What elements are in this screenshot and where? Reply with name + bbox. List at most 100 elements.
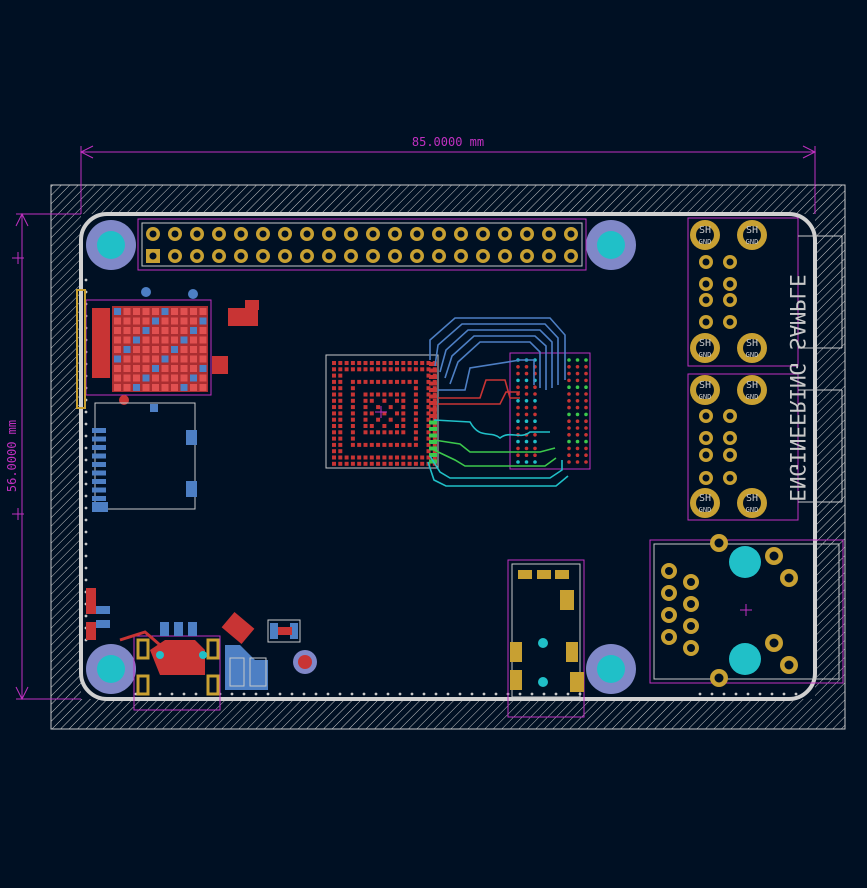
via	[158, 692, 162, 696]
soc-ball	[413, 367, 418, 372]
gpio-hole	[457, 252, 465, 260]
soc-ball	[388, 442, 393, 447]
soc-edge-pad	[429, 440, 437, 444]
soc-ball	[338, 430, 343, 435]
usb-pin-hole	[702, 412, 710, 420]
ethernet-shield-hole	[769, 551, 779, 561]
ddr-ball	[516, 439, 520, 444]
pmic-pad	[123, 384, 131, 391]
soc-ball	[350, 398, 355, 403]
mounting-hole[interactable]	[86, 644, 136, 694]
soc-ball	[388, 361, 393, 365]
gpio-hole	[567, 252, 575, 260]
soc-ball	[332, 455, 336, 460]
pmic-pad	[180, 308, 188, 315]
ddr-ball	[584, 392, 588, 396]
usb-stack-bottom[interactable]	[687, 373, 843, 521]
gpio-hole	[281, 230, 289, 238]
pmic-pad	[133, 317, 140, 325]
ddr-ball	[584, 378, 588, 383]
soc-ball	[382, 424, 387, 428]
pmic-pad	[171, 365, 178, 372]
via	[422, 692, 426, 696]
via	[84, 506, 88, 510]
soc-ball	[332, 430, 336, 435]
usb-power-connector[interactable]	[133, 622, 221, 711]
pmic-pad	[161, 384, 169, 391]
usb-shield-hole	[696, 226, 714, 244]
pmic-pad	[190, 327, 197, 334]
usb-pin-hole	[702, 258, 710, 266]
usb-shield-label: SH	[746, 225, 758, 236]
usb-stack-top[interactable]	[687, 217, 843, 367]
soc-ball	[388, 392, 393, 397]
soc-bga[interactable]	[325, 354, 439, 469]
ddr-ball	[567, 439, 571, 444]
via	[794, 692, 798, 696]
soc-ball	[413, 436, 418, 441]
usb-ground-label: GND	[746, 238, 759, 246]
soc-ball	[369, 398, 374, 403]
usb-shield-hole	[743, 226, 761, 244]
ethernet-jack[interactable]	[649, 534, 844, 687]
ddr-ball	[567, 446, 571, 451]
gpio-hole	[149, 252, 157, 260]
audio-connector[interactable]	[507, 559, 585, 718]
via	[746, 692, 750, 696]
ddr-ball	[524, 371, 529, 376]
soc-ball	[363, 367, 368, 372]
usb-shield-label: SH	[699, 225, 711, 236]
soc-ball	[413, 455, 418, 460]
pmic-pad	[180, 327, 188, 334]
pmic-pad	[152, 317, 159, 325]
ddr-ball	[567, 399, 571, 403]
mounting-hole[interactable]	[86, 220, 136, 270]
soc-ball	[369, 379, 374, 384]
usb-pin-hole	[726, 474, 734, 482]
soc-ball	[426, 361, 431, 365]
pmic-pad	[152, 336, 159, 344]
pmic-pad	[171, 327, 178, 334]
ddr-ball	[584, 385, 588, 390]
pmic-pad	[180, 355, 188, 363]
ethernet-pins	[661, 534, 798, 687]
gpio-hole	[479, 252, 487, 260]
via	[566, 692, 570, 696]
soc-ball	[363, 411, 368, 416]
pmic-footprint[interactable]	[76, 289, 212, 409]
ddr-ball	[524, 378, 529, 383]
mounting-hole[interactable]	[586, 220, 636, 270]
pmic-pad	[133, 308, 140, 315]
soc-ball	[401, 367, 406, 372]
soc-ball	[426, 411, 431, 416]
via	[350, 692, 354, 696]
gpio-hole	[501, 252, 509, 260]
pmic-pad	[114, 365, 121, 372]
soc-ball	[369, 424, 374, 428]
ddr-ball	[584, 405, 588, 410]
soc-ball	[338, 367, 343, 372]
via	[374, 692, 378, 696]
gpio-header[interactable]	[137, 218, 587, 271]
via	[446, 692, 450, 696]
soc-ball	[369, 367, 374, 372]
via	[84, 566, 88, 570]
via	[84, 278, 88, 282]
pmic-pad	[152, 346, 159, 353]
sd-card-slot[interactable]	[92, 402, 197, 512]
ddr-ball	[575, 419, 580, 424]
soc-ball	[401, 424, 406, 428]
usb-pin-hole	[702, 474, 710, 482]
via	[266, 692, 270, 696]
mounting-hole[interactable]	[586, 644, 636, 694]
sd-pad	[92, 487, 106, 493]
pmic-pad	[114, 308, 121, 315]
gpio-hole	[281, 252, 289, 260]
ddr-ball	[584, 439, 588, 444]
pmic-pad	[142, 355, 150, 363]
via	[458, 692, 462, 696]
ddr-ball	[567, 358, 571, 362]
gpio-hole	[259, 230, 267, 238]
pmic-pad	[180, 384, 188, 391]
